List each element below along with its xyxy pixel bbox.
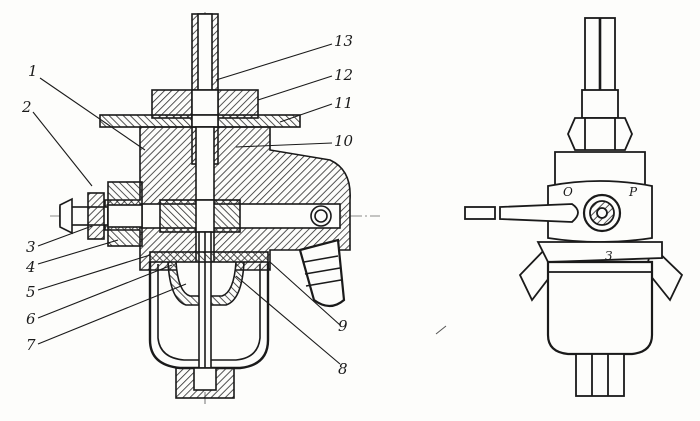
callout-4: 4 xyxy=(25,258,36,276)
callout-12: 12 xyxy=(334,66,353,84)
ext-handle xyxy=(464,206,496,220)
callout-8: 8 xyxy=(338,360,348,378)
callout-7: 7 xyxy=(26,336,36,354)
stem-nut xyxy=(87,192,105,240)
callout-5: 5 xyxy=(26,283,36,301)
callout-3: 3 xyxy=(26,238,36,256)
ext-hex-nut xyxy=(567,117,633,151)
callout-6: 6 xyxy=(26,310,36,328)
scan-specks xyxy=(435,325,447,335)
ext-bottom-nut xyxy=(575,353,625,397)
ext-bowl xyxy=(536,241,663,263)
callout-11: 11 xyxy=(334,94,353,112)
callout-labels: 1 2 3 4 5 6 7 8 9 10 11 12 13 xyxy=(21,32,354,378)
callout-13: 13 xyxy=(334,32,353,50)
exterior-view xyxy=(464,17,684,397)
mark-closed: Р xyxy=(628,185,638,199)
mark-open: О xyxy=(563,185,573,199)
callout-10: 10 xyxy=(334,132,354,150)
section-view xyxy=(50,12,380,405)
leader-lines xyxy=(32,43,341,365)
callout-9: 9 xyxy=(338,317,348,335)
callout-1: 1 xyxy=(28,62,38,80)
mark-bowl: З xyxy=(605,249,612,263)
bowl-gasket xyxy=(149,251,269,263)
exterior-marks: О Р З xyxy=(563,185,638,263)
callout-2: 2 xyxy=(21,98,32,116)
